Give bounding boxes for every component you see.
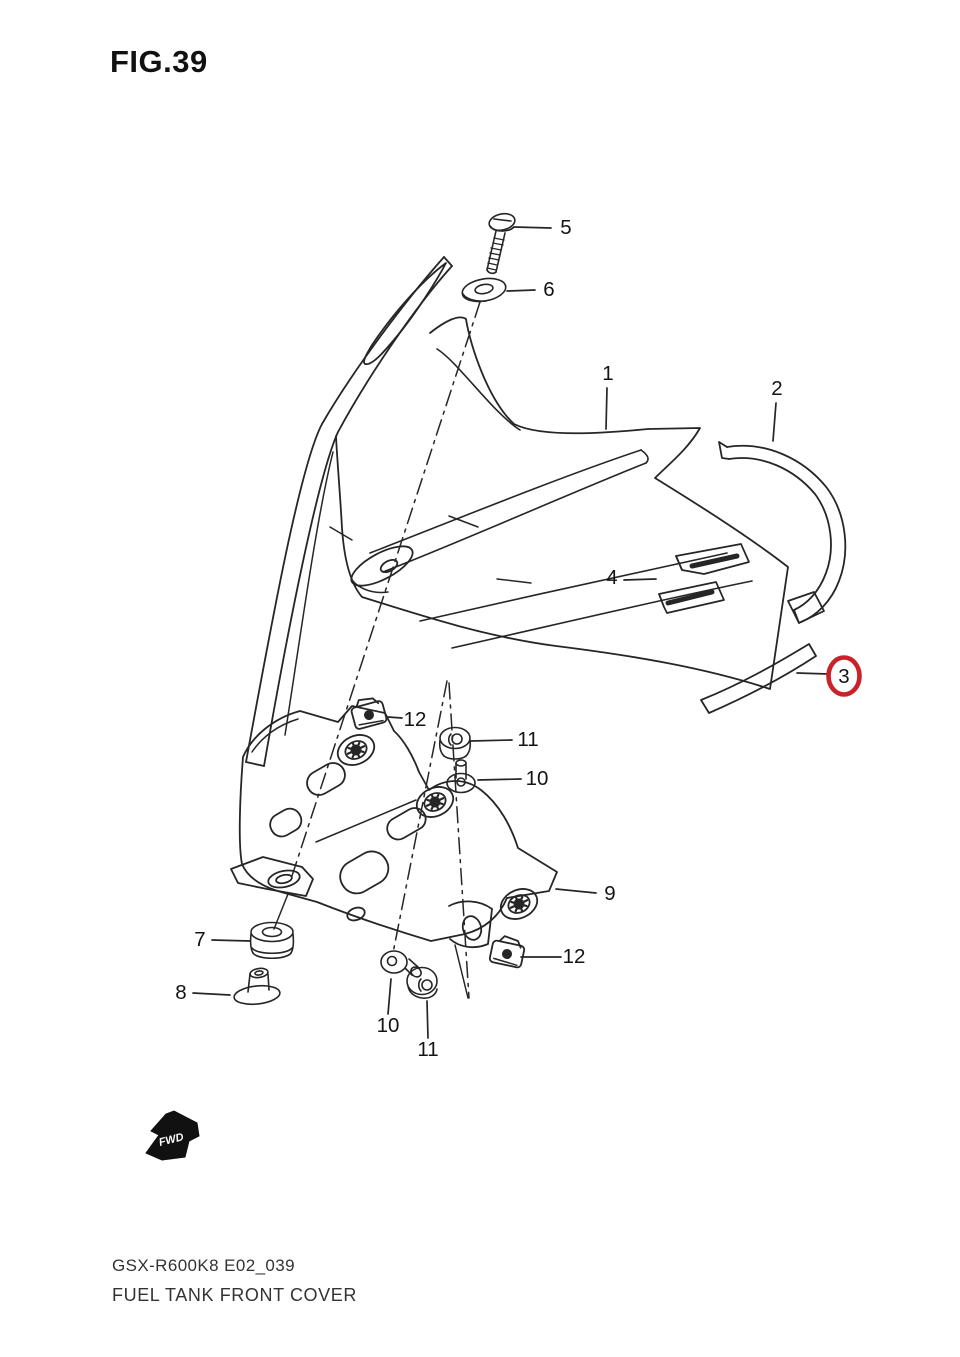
callout-6[interactable]: 6 bbox=[543, 278, 554, 301]
fwd-arrow-icon bbox=[145, 1110, 200, 1161]
callout-5[interactable]: 5 bbox=[560, 216, 571, 239]
figure-number: FIG.39 bbox=[110, 44, 208, 79]
callout-3[interactable]: 3 bbox=[838, 665, 849, 688]
footer: GSX-R600K8 E02_039 FUEL TANK FRONT COVER bbox=[112, 1256, 357, 1306]
screw-5 bbox=[486, 212, 516, 275]
cover-horn bbox=[245, 256, 453, 767]
fwd-direction-marker: FWD bbox=[145, 1110, 200, 1161]
grommet-7 bbox=[249, 921, 295, 960]
mounting-bracket bbox=[230, 705, 558, 949]
callout-11-upper[interactable]: 11 bbox=[517, 728, 538, 751]
cushion-11-lower bbox=[406, 966, 438, 999]
leader-lines bbox=[192, 226, 829, 1039]
trim-strip-right bbox=[718, 441, 847, 624]
callout-2[interactable]: 2 bbox=[771, 377, 782, 400]
bracket-fastener-boss bbox=[336, 734, 539, 920]
callout-11-lower[interactable]: 11 bbox=[417, 1038, 438, 1061]
callout-1[interactable]: 1 bbox=[602, 362, 613, 385]
plug-8 bbox=[233, 967, 281, 1006]
callout-4[interactable]: 4 bbox=[606, 566, 617, 589]
suzuki-s-emblem bbox=[658, 543, 750, 614]
callout-12-lower[interactable]: 12 bbox=[563, 945, 586, 968]
model-code: GSX-R600K8 E02_039 bbox=[112, 1256, 295, 1275]
clip-12-lower bbox=[488, 935, 526, 969]
callout-10-upper[interactable]: 10 bbox=[526, 767, 549, 790]
callout-10-lower[interactable]: 10 bbox=[377, 1014, 400, 1037]
clip-12-upper bbox=[350, 697, 388, 730]
fwd-label: FWD bbox=[158, 1131, 185, 1149]
figure-title: FUEL TANK FRONT COVER bbox=[112, 1285, 357, 1305]
assembly-axis-lines bbox=[273, 301, 481, 999]
callout-7[interactable]: 7 bbox=[194, 928, 205, 951]
washer-6 bbox=[461, 277, 507, 303]
highlight-circle-part3 bbox=[826, 655, 862, 697]
screw-10-lower bbox=[380, 950, 422, 978]
callout-8[interactable]: 8 bbox=[175, 981, 186, 1004]
fuel-tank-front-cover bbox=[329, 316, 789, 690]
cushion-11-upper bbox=[438, 726, 472, 760]
callout-12-upper[interactable]: 12 bbox=[404, 708, 427, 731]
callout-9[interactable]: 9 bbox=[604, 882, 615, 905]
screw-10-upper bbox=[446, 759, 476, 794]
trim-strip-lower-highlighted bbox=[700, 643, 817, 714]
